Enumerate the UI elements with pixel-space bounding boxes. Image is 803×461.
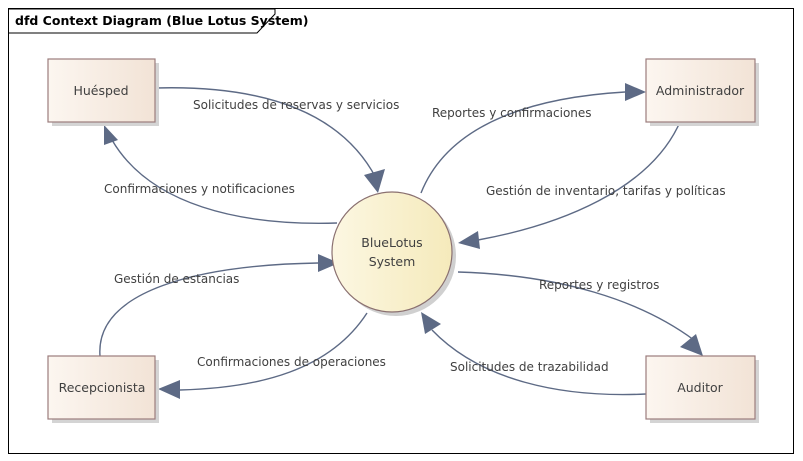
arrowhead-icon (364, 169, 385, 193)
flow-label: Confirmaciones y notificaciones (104, 182, 295, 196)
flow-label: Reportes y confirmaciones (432, 106, 592, 120)
flow-label: Solicitudes de reservas y servicios (193, 98, 399, 112)
diagram-title: dfd Context Diagram (Blue Lotus System) (15, 13, 308, 28)
flow-label: Confirmaciones de operaciones (197, 355, 386, 369)
flow-system-to-huesped[interactable]: Confirmaciones y notificaciones (104, 125, 338, 224)
flow-admin-to-system[interactable]: Gestión de inventario, tarifas y polític… (458, 121, 726, 249)
entity-box (645, 58, 756, 123)
process-bluelotus-system[interactable]: BlueLotus System (331, 191, 456, 316)
arrowhead-icon (458, 231, 480, 249)
process-name-line2: System (369, 254, 416, 269)
flow-label: Gestión de estancias (114, 272, 239, 286)
entity-name: Huésped (73, 83, 128, 98)
flow-system-to-admin[interactable]: Reportes y confirmaciones (420, 83, 646, 194)
flow-system-to-auditor[interactable]: Reportes y registros (457, 271, 703, 356)
flow-system-to-recep[interactable]: Confirmaciones de operaciones (158, 312, 386, 399)
flow-auditor-to-system[interactable]: Solicitudes de trazabilidad (421, 312, 647, 396)
arrowhead-icon (104, 125, 118, 145)
flow-recep-to-system[interactable]: Gestión de estancias (99, 254, 339, 357)
entity-auditor[interactable]: Auditor (645, 355, 759, 423)
entity-name: Recepcionista (59, 380, 146, 395)
arrowhead-icon (421, 312, 441, 334)
entity-name: Auditor (677, 380, 723, 395)
arrowhead-icon (680, 334, 703, 356)
process-circle (331, 191, 453, 313)
flow-label: Gestión de inventario, tarifas y polític… (486, 184, 726, 198)
entity-box (47, 58, 156, 123)
entity-administrador[interactable]: Administrador (645, 58, 759, 126)
entity-huesped[interactable]: Huésped (47, 58, 159, 126)
entity-box (645, 355, 756, 420)
flow-label: Reportes y registros (539, 278, 659, 292)
arrowhead-icon (318, 254, 339, 272)
arrowhead-icon (625, 83, 646, 101)
entity-recepcionista[interactable]: Recepcionista (47, 355, 159, 423)
entity-box (47, 355, 156, 420)
flow-huesped-to-system[interactable]: Solicitudes de reservas y servicios (154, 87, 399, 193)
entity-name: Administrador (656, 83, 745, 98)
flow-label: Solicitudes de trazabilidad (450, 360, 609, 374)
diagram-title-tab: dfd Context Diagram (Blue Lotus System) (9, 8, 308, 34)
process-name-line1: BlueLotus (361, 235, 422, 250)
arrowhead-icon (158, 380, 180, 399)
diagram-frame (8, 8, 794, 454)
